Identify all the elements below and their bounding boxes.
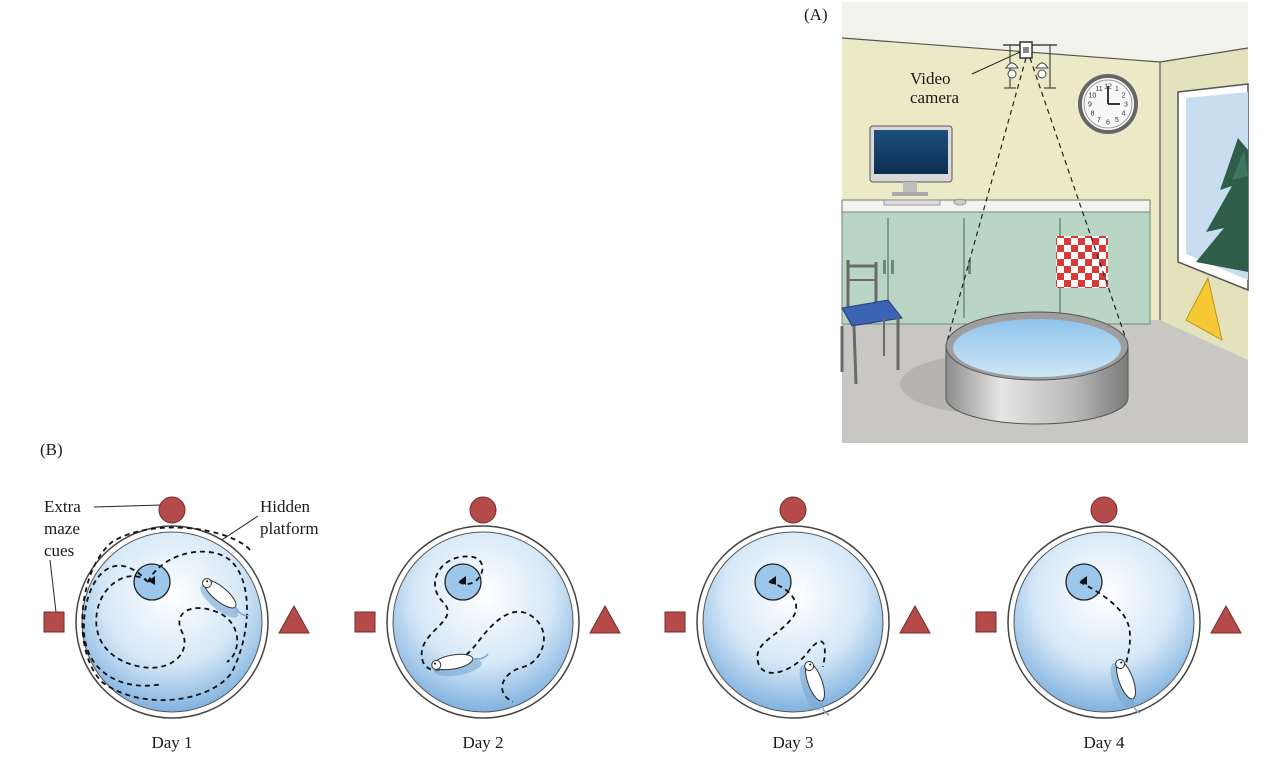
day-label: Day 4 — [1083, 733, 1125, 752]
maze-trial-day-1: Day 1 — [43, 496, 310, 752]
lamp-right — [1035, 62, 1049, 79]
path-arrowhead — [1080, 576, 1087, 585]
circle-cue — [779, 496, 807, 524]
clock-numeral: 4 — [1122, 111, 1126, 118]
clock-numeral: 9 — [1088, 102, 1092, 109]
platform-label-line2: platform — [260, 519, 319, 538]
triangle-cue — [278, 604, 310, 634]
cue-leader-line-top — [93, 504, 163, 508]
mouse — [953, 198, 967, 206]
computer-monitor — [869, 125, 967, 206]
pool-water — [1013, 531, 1195, 713]
window — [1177, 83, 1249, 292]
rat-icon — [799, 661, 830, 716]
camera-label-line2: camera — [910, 88, 960, 107]
water-tank — [945, 311, 1129, 425]
path-arrowhead — [769, 576, 776, 585]
triangle-cue — [1210, 604, 1242, 634]
keyboard — [883, 199, 941, 206]
rat-icon — [431, 653, 489, 677]
square-cue — [43, 611, 65, 633]
path-arrowhead — [148, 576, 155, 585]
cue-leader-line-left — [49, 559, 57, 613]
ceiling — [842, 2, 1248, 62]
square-cue — [664, 611, 686, 633]
square-cue — [354, 611, 376, 633]
wall-triangle-cue — [1185, 276, 1223, 341]
pool-water — [702, 531, 884, 713]
clock-numeral: 1 — [1115, 86, 1119, 93]
swim-path — [1079, 581, 1131, 693]
clock-numeral: 12 — [1104, 84, 1112, 91]
maze-trial-day-4: Day 4 — [975, 496, 1242, 752]
square-cue — [975, 611, 997, 633]
clock-numeral: 3 — [1124, 102, 1128, 109]
clock-numeral: 10 — [1089, 93, 1097, 100]
day-label: Day 3 — [772, 733, 813, 752]
maze-trials: Day 1 Day 2 Day 3 Day 4 — [43, 496, 1242, 752]
panel-a-label: (A) — [804, 5, 828, 24]
cue-label-line3: cues — [44, 541, 74, 560]
day-label: Day 1 — [151, 733, 192, 752]
triangle-cue — [899, 604, 931, 634]
checkerboard-cue — [1056, 236, 1108, 288]
circle-cue — [158, 496, 186, 524]
maze-trial-day-3: Day 3 — [664, 496, 931, 752]
pool-water — [81, 531, 263, 713]
camera-label-line1: Video — [910, 69, 951, 88]
clock-numeral: 6 — [1106, 120, 1110, 127]
clock-numeral: 11 — [1095, 86, 1102, 93]
camera-leader-line — [971, 51, 1021, 75]
cue-label-line1: Extra — [44, 497, 81, 516]
pine-tree — [1196, 138, 1248, 272]
panel-b-label: (B) — [40, 440, 63, 459]
platform-label-line1: Hidden — [260, 497, 311, 516]
maze-trial-day-2: Day 2 — [354, 496, 621, 752]
chair — [840, 260, 903, 385]
clock-numeral: 2 — [1122, 93, 1126, 100]
camera-view-line-right — [1029, 57, 1129, 346]
swim-path — [756, 581, 826, 674]
triangle-cue — [589, 604, 621, 634]
cue-label-line2: maze — [44, 519, 80, 538]
video-camera — [1003, 41, 1057, 89]
day-label: Day 2 — [462, 733, 503, 752]
lamp-left — [1005, 62, 1019, 79]
swim-path — [81, 526, 253, 701]
clock-numeral: 8 — [1090, 111, 1094, 118]
clock-numeral: 7 — [1097, 117, 1101, 124]
circle-cue — [1090, 496, 1118, 524]
path-arrowhead — [459, 576, 466, 585]
rat-icon — [200, 578, 249, 618]
rat-icon — [1110, 659, 1141, 714]
circle-cue — [469, 496, 497, 524]
pool-water — [392, 531, 574, 713]
clock-numeral: 5 — [1115, 117, 1119, 124]
camera-view-line-left — [945, 57, 1027, 346]
